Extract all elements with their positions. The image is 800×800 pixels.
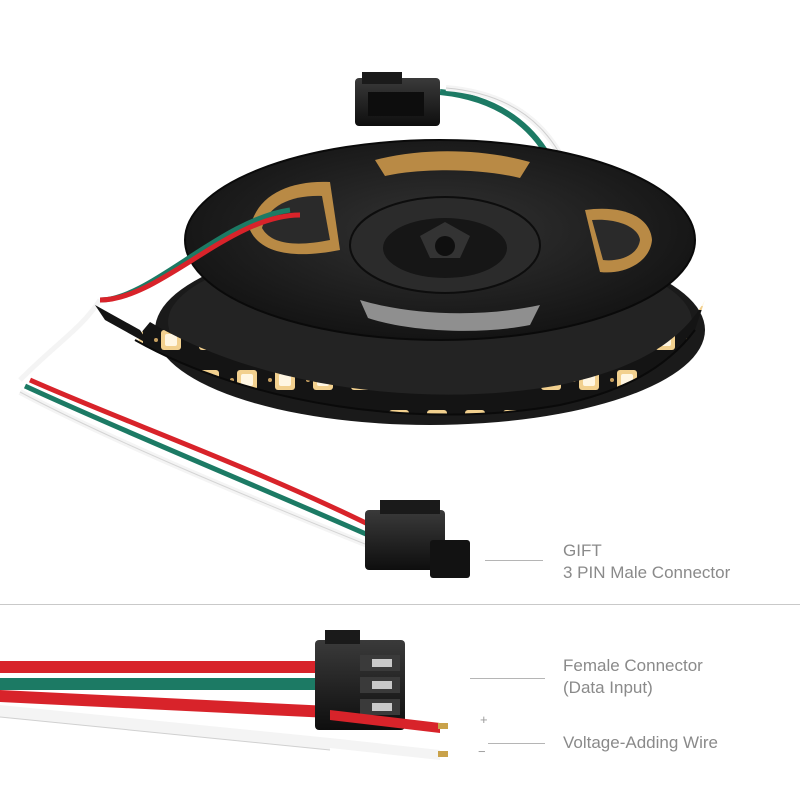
voltage-leader-line	[488, 743, 545, 744]
female-connector-detail	[0, 630, 448, 760]
top-connector	[355, 72, 440, 126]
gift-male-connector	[365, 500, 470, 578]
led-strip-front	[134, 300, 705, 416]
female-connector-label: Female Connector (Data Input)	[563, 655, 703, 699]
gift-subtitle: 3 PIN Male Connector	[563, 563, 731, 582]
female-connector-title: Female Connector	[563, 656, 703, 675]
female-connector-subtitle: (Data Input)	[563, 678, 653, 697]
minus-sign: −	[478, 744, 486, 759]
female-leader-line	[470, 678, 545, 679]
section-divider	[0, 604, 800, 605]
voltage-wire-label: Voltage-Adding Wire	[563, 733, 718, 752]
gift-title: GIFT	[563, 541, 602, 560]
gift-leader-line	[485, 560, 543, 561]
gift-label: GIFT 3 PIN Male Connector	[563, 540, 730, 584]
plus-sign: +	[480, 712, 488, 727]
strip-input-wires	[18, 207, 382, 549]
reel	[184, 139, 696, 341]
